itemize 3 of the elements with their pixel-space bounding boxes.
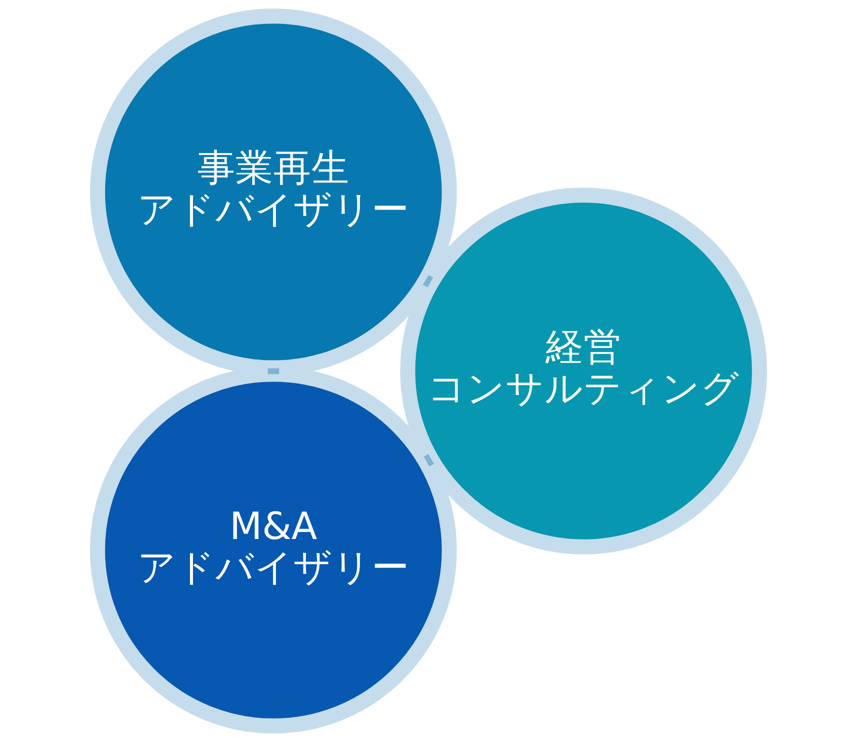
connector (422, 275, 433, 288)
connector (267, 368, 279, 374)
connector (423, 454, 434, 466)
